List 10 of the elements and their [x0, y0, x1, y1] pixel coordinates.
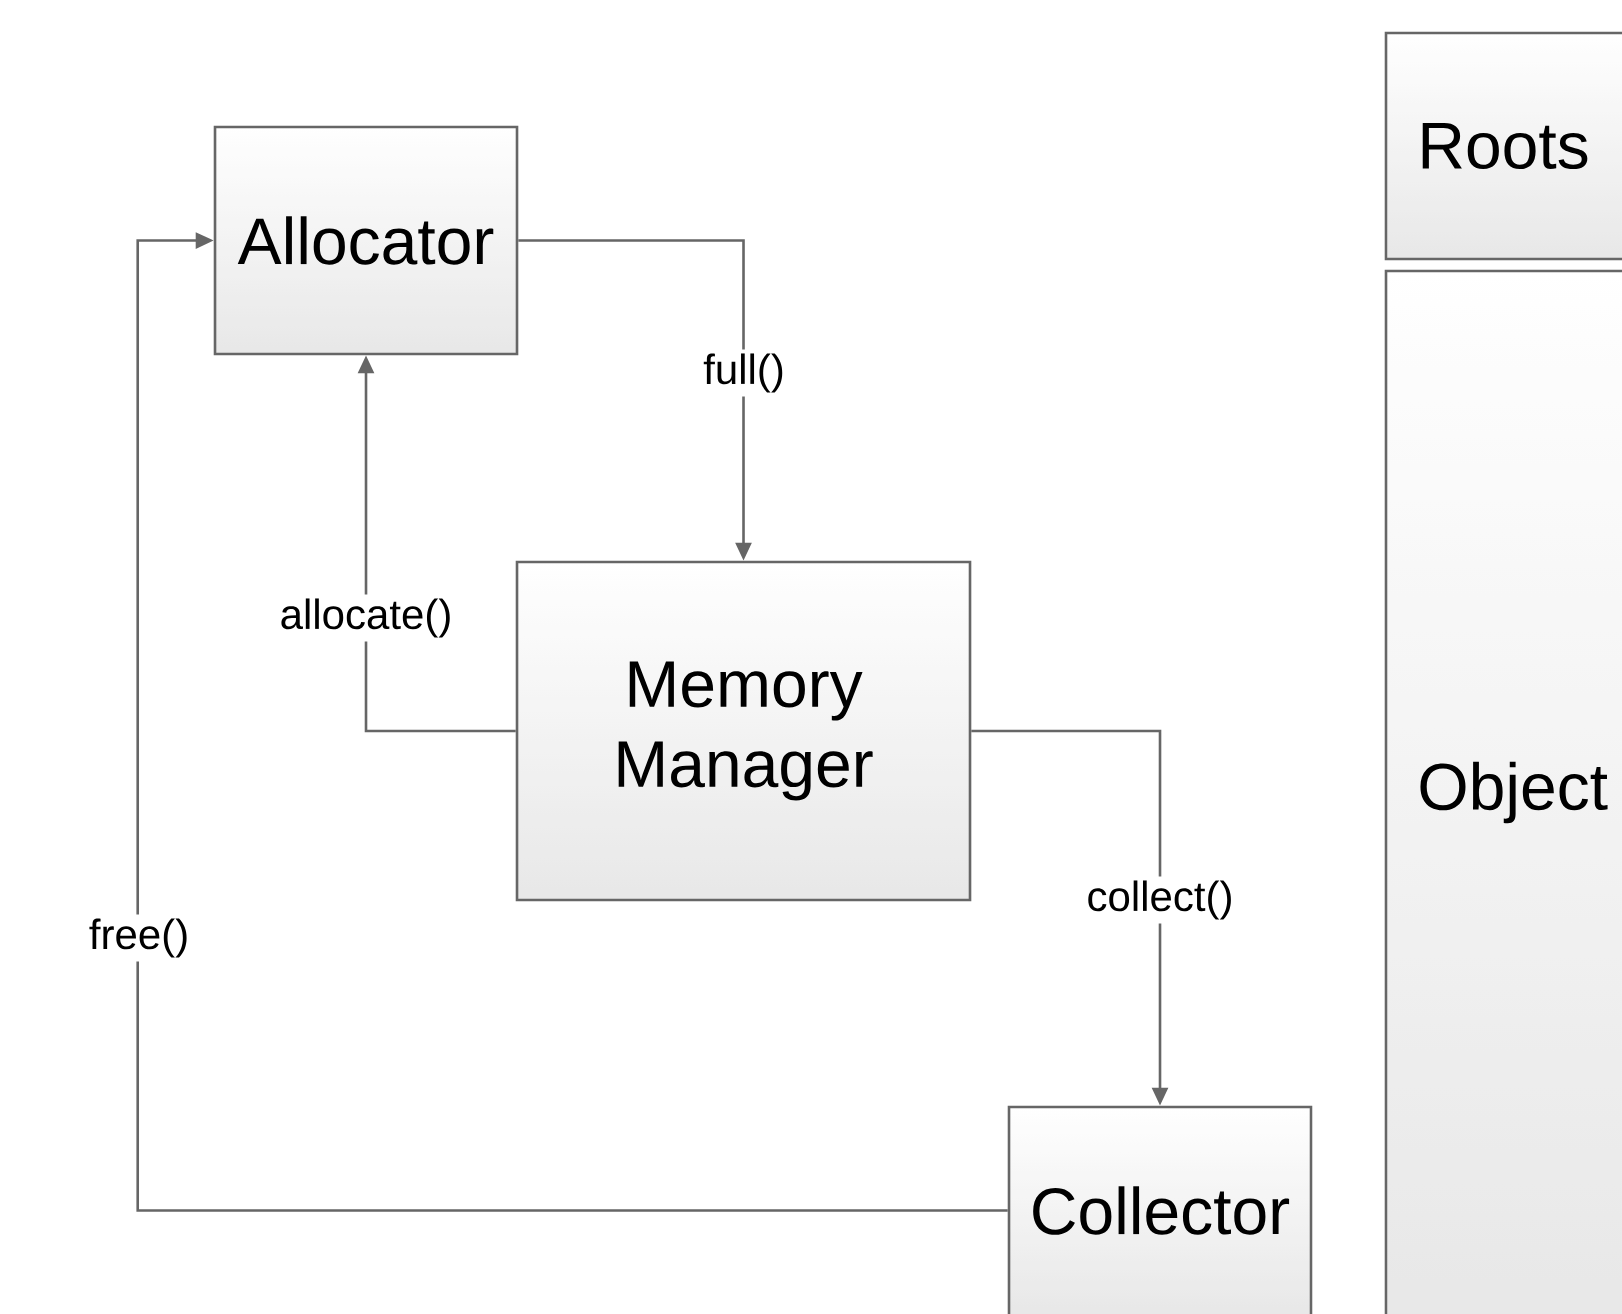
process-box: Object [1384, 269, 1622, 1314]
process-box: Collector [1007, 1105, 1313, 1314]
edge-label: collect() [1082, 876, 1238, 924]
edge-label: full() [699, 349, 789, 397]
edge-label: free() [84, 914, 194, 962]
process-box: Memory Manager [515, 560, 972, 902]
arrow [136, 232, 1008, 1212]
process-box: Allocator [213, 125, 519, 356]
process-box: Roots [1384, 31, 1622, 261]
edge-label: allocate() [275, 594, 457, 642]
